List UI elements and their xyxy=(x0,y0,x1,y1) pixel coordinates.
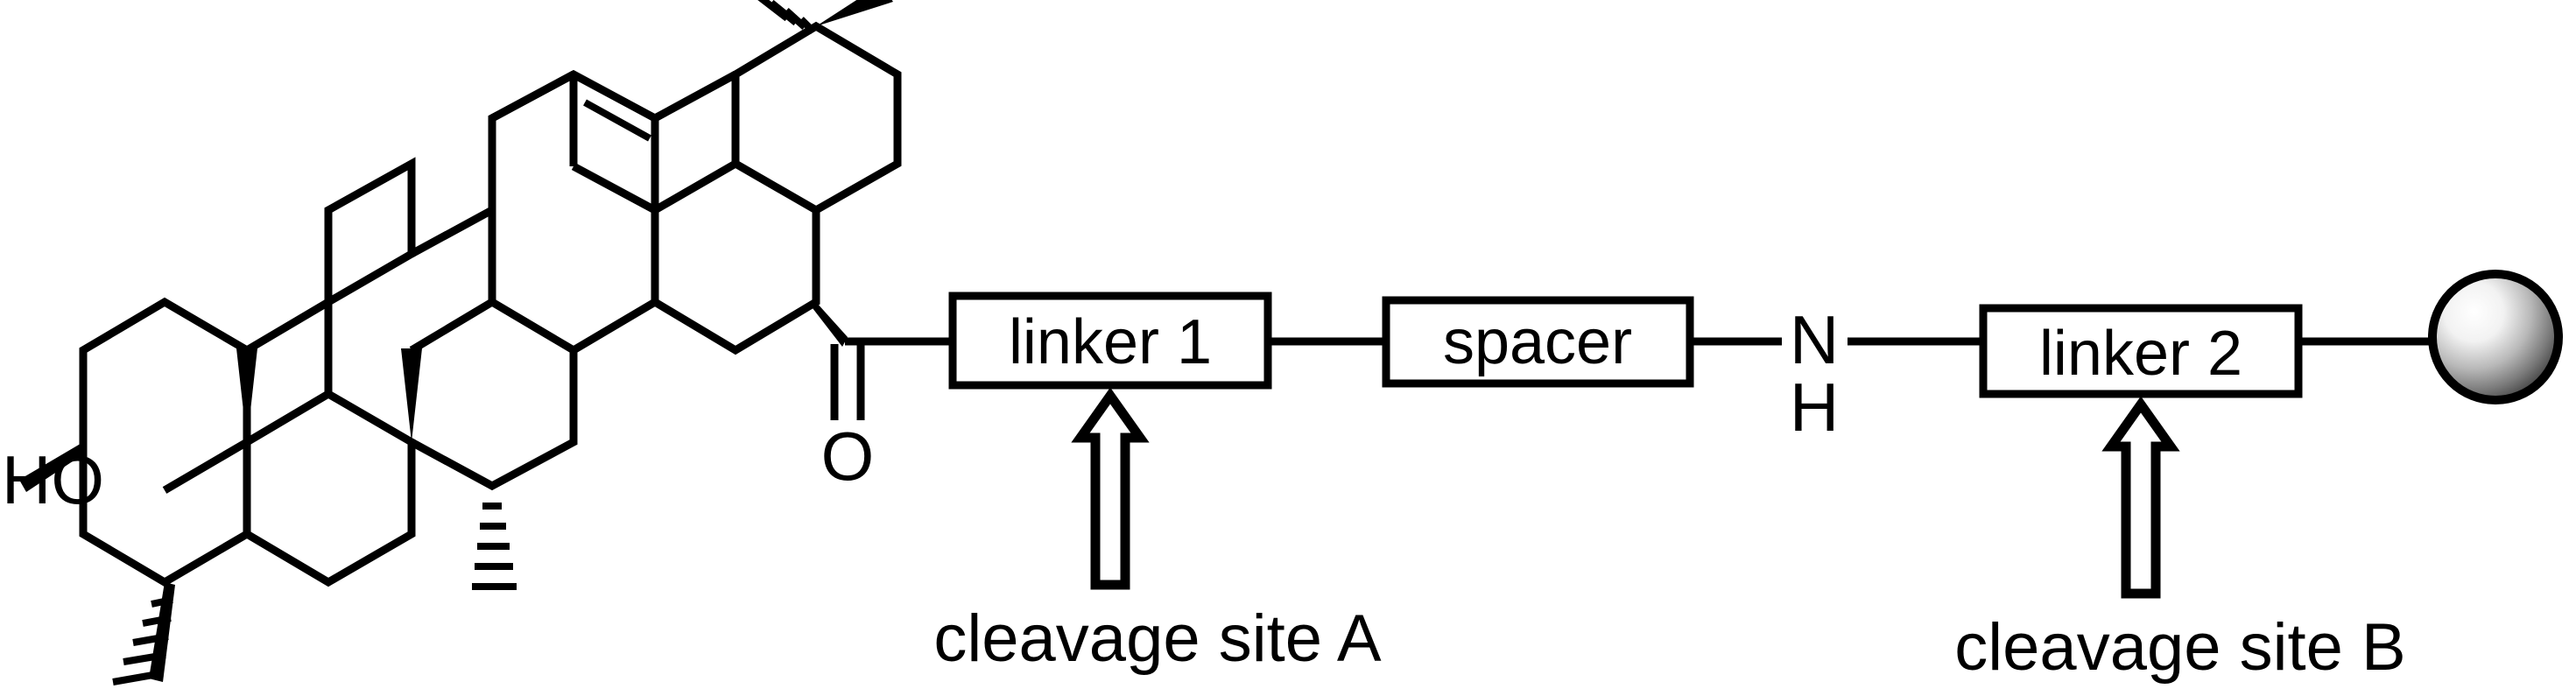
amide-nitrogen-label: N xyxy=(1790,301,1839,378)
cleavage-site-b-label: cleavage site B xyxy=(1954,610,2405,685)
triterpene-skeleton xyxy=(19,0,953,685)
hashed-methyl-c20 xyxy=(757,0,816,34)
linker-2-box[interactable] xyxy=(1979,304,2303,398)
carbonyl-oxygen-label: O xyxy=(821,418,875,495)
linker-1-group[interactable]: linker 1 xyxy=(948,292,1272,390)
linker-1-label: linker 1 xyxy=(1009,307,1212,377)
amide-hydrogen-label: H xyxy=(1790,369,1839,446)
cleavage-site-b-arrow xyxy=(2101,396,2180,599)
cleavage-site-a-arrow xyxy=(1071,387,1150,590)
hydroxyl-label: HO xyxy=(2,441,104,518)
spacer-label: spacer xyxy=(1443,307,1632,377)
spacer-group[interactable]: spacer xyxy=(1382,296,1694,388)
resin-bead xyxy=(2428,270,2563,404)
linker-2-label: linker 2 xyxy=(2039,319,2242,389)
hashed-methyl-c4 xyxy=(112,596,173,685)
hashed-methyl-c14 xyxy=(472,503,517,590)
spacer-box[interactable] xyxy=(1382,296,1694,388)
cleavage-site-a-label: cleavage site A xyxy=(933,601,1382,676)
linker-2-group[interactable]: linker 2 xyxy=(1979,304,2303,398)
